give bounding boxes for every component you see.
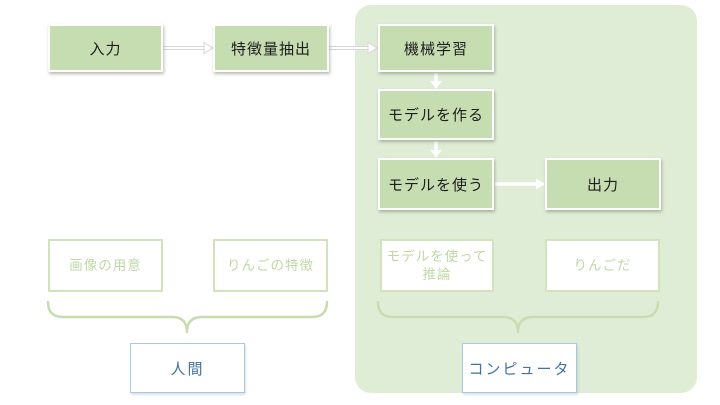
flow-box-feature-extraction-label: 特徴量抽出 [230, 41, 311, 58]
flow-box-output: 出力 [545, 158, 661, 210]
flow-box-build-model-label: モデルを作る [387, 108, 484, 124]
flow-box-machine-learning-label: 機械学習 [403, 41, 468, 58]
actor-human-label: 人間 [170, 361, 205, 378]
note-box-apple-features: りんごの特徴 [213, 239, 328, 292]
note-its-an-apple-label: りんごだ [573, 257, 632, 273]
note-apple-features-label: りんごの特徴 [227, 257, 314, 273]
flow-box-input: 入力 [48, 24, 163, 72]
arrow-feature-extraction-to-machine-learning [329, 41, 378, 55]
flow-box-use-model-label: モデルを使う [387, 177, 484, 194]
flow-box-use-model: モデルを使う [378, 158, 494, 210]
arrow-build-model-to-use-model [430, 141, 442, 158]
flow-box-machine-learning: 機械学習 [378, 24, 494, 72]
brace-computer-group [376, 300, 660, 334]
actor-box-computer: コンピュータ [462, 343, 577, 393]
arrow-machine-learning-to-build-model [430, 73, 442, 89]
note-prepare-images-label: 画像の用意 [69, 257, 142, 273]
arrow-input-to-feature-extraction [163, 41, 214, 55]
arrow-use-model-to-output [495, 178, 545, 190]
brace-human-group [46, 300, 329, 334]
note-box-its-an-apple: りんごだ [545, 239, 660, 292]
flow-box-feature-extraction: 特徴量抽出 [213, 24, 329, 72]
flow-box-build-model: モデルを作る [378, 89, 494, 140]
note-box-inference-with-model: モデルを使って 推論 [380, 239, 494, 292]
note-inference-with-model-label: モデルを使って 推論 [386, 248, 488, 282]
actor-computer-label: コンピュータ [468, 361, 571, 378]
flow-box-output-label: 出力 [586, 177, 619, 194]
actor-box-human: 人間 [130, 343, 245, 393]
note-box-prepare-images: 画像の用意 [48, 239, 163, 292]
flow-box-input-label: 入力 [89, 41, 122, 58]
